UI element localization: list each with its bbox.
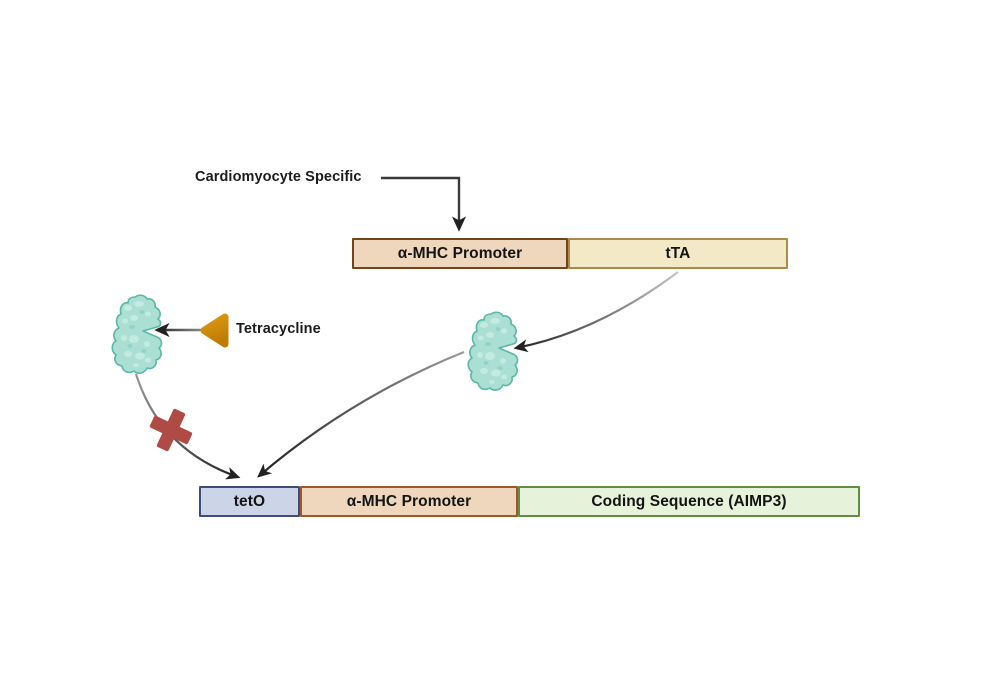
tta-protein-blob-icon [467, 311, 519, 391]
blocked-x-icon [149, 408, 193, 452]
tta-gene-box: tTA [568, 238, 788, 269]
teto-operator-box: tetO [199, 486, 300, 517]
tetracycline-label: Tetracycline [236, 321, 321, 337]
tetracycline-triangle-icon [200, 313, 229, 348]
cardiomyocyte-specific-label: Cardiomyocyte Specific [195, 169, 362, 185]
amhc-promoter-box-top: α-MHC Promoter [352, 238, 568, 269]
coding-sequence-box: Coding Sequence (AIMP3) [518, 486, 860, 517]
cardiomyocyte-pointer-arrow [381, 176, 467, 232]
tta-binds-teto-arrow [257, 350, 465, 478]
amhc-promoter-box-bottom: α-MHC Promoter [300, 486, 518, 517]
tta-expression-arrow [513, 271, 679, 353]
tta-protein-blob-icon [111, 294, 163, 374]
